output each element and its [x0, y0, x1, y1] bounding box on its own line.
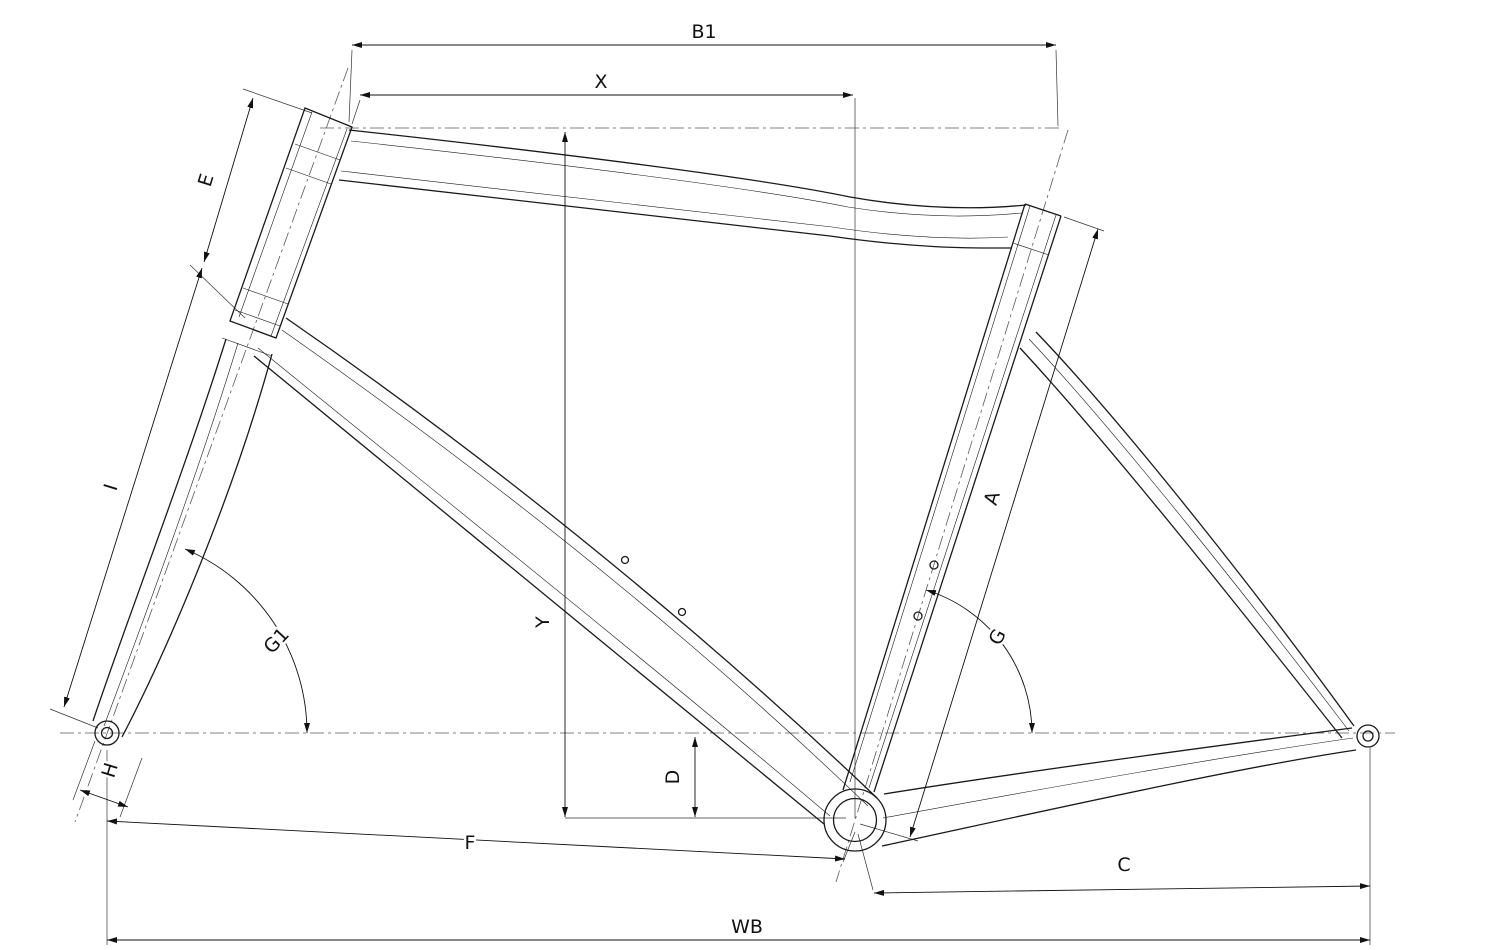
head-tube: [229, 107, 353, 339]
dim-label-h: H: [98, 760, 123, 780]
dimension-g1: G1: [184, 548, 310, 734]
dim-label-g1: G1: [259, 624, 293, 659]
bottle-boss: [620, 555, 630, 565]
dimension-f: F: [106, 818, 846, 862]
dim-label-g: G: [985, 626, 1011, 649]
top-tube: [338, 129, 1027, 249]
frame-outline: [92, 107, 1380, 852]
centerlines: [60, 67, 1395, 883]
dimension-b1: B1: [352, 19, 1056, 48]
dimension-e: E: [191, 97, 254, 263]
seat-tube-axis: [835, 129, 1069, 883]
dim-label-a: A: [980, 489, 1005, 508]
dim-label-i: I: [100, 481, 123, 493]
dimension-h: H: [79, 758, 129, 808]
rear-dropout: [1356, 724, 1380, 748]
dim-label-c: C: [1117, 854, 1130, 876]
front-dropout: [94, 720, 120, 746]
dim-label-e: E: [194, 171, 219, 189]
down-tube: [253, 317, 878, 825]
seat-stays: [1019, 331, 1355, 739]
dim-label-x: X: [594, 71, 607, 93]
fork: [92, 337, 273, 746]
dimension-d: D: [660, 737, 698, 817]
dimension-i: I: [63, 267, 203, 708]
dim-label-d: D: [662, 770, 684, 785]
chain-stays: [881, 727, 1357, 847]
dimension-x: X: [360, 69, 853, 98]
seat-tube: [842, 203, 1062, 793]
dimension-c: C: [873, 852, 1371, 896]
dim-label-y: Y: [532, 616, 554, 629]
dim-label-f: F: [465, 832, 476, 854]
dim-label-wb: WB: [731, 916, 763, 938]
dimension-wb: WB: [107, 914, 1370, 943]
bottle-boss: [677, 607, 687, 617]
dim-label-b1: B1: [691, 21, 716, 43]
dimension-y: Y: [530, 132, 568, 817]
bottom-bracket: [823, 788, 887, 852]
dimension-a: A: [909, 228, 1099, 838]
dimension-g: G: [925, 589, 1035, 734]
dimensions: B1 X Y D E I H G1: [63, 19, 1371, 943]
